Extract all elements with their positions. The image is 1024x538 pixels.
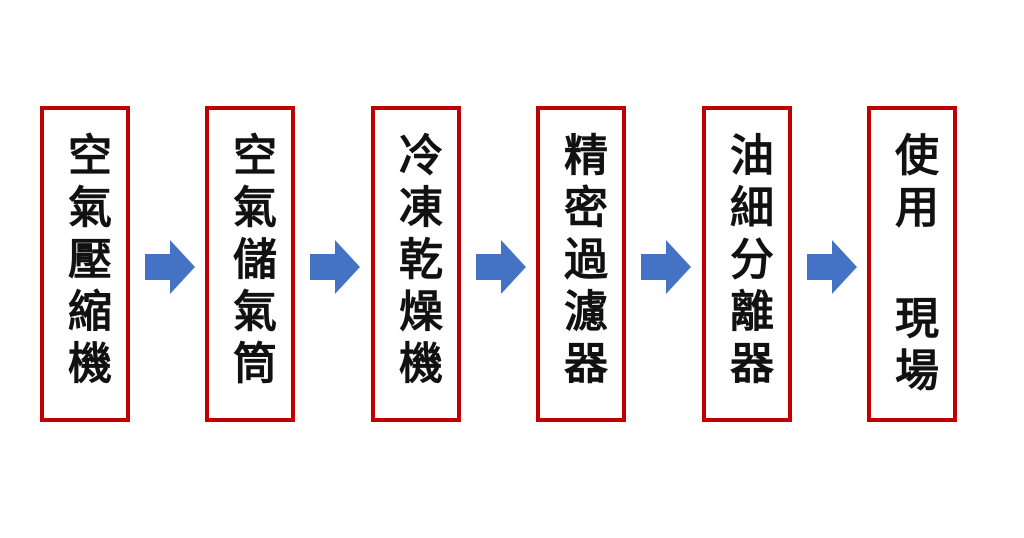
step-label: 冷凍乾燥機 — [391, 132, 442, 392]
step-label: 空氣壓縮機 — [60, 132, 111, 392]
right-arrow-icon — [145, 240, 195, 294]
step-label: 油細分離器 — [722, 132, 773, 392]
step-air-receiver-tank: 空氣儲氣筒 — [205, 106, 295, 422]
right-arrow-icon — [476, 240, 526, 294]
step-oil-separator: 油細分離器 — [702, 106, 792, 422]
step-label: 空氣儲氣筒 — [225, 132, 276, 392]
step-label: 精密過濾器 — [556, 132, 607, 392]
right-arrow-icon — [807, 240, 857, 294]
step-usage-site: 使用 現場 — [867, 106, 957, 422]
step-precision-filter: 精密過濾器 — [536, 106, 626, 422]
step-refrigerated-dryer: 冷凍乾燥機 — [371, 106, 461, 422]
step-label: 使用 現場 — [887, 132, 938, 399]
right-arrow-icon — [310, 240, 360, 294]
right-arrow-icon — [641, 240, 691, 294]
step-air-compressor: 空氣壓縮機 — [40, 106, 130, 422]
